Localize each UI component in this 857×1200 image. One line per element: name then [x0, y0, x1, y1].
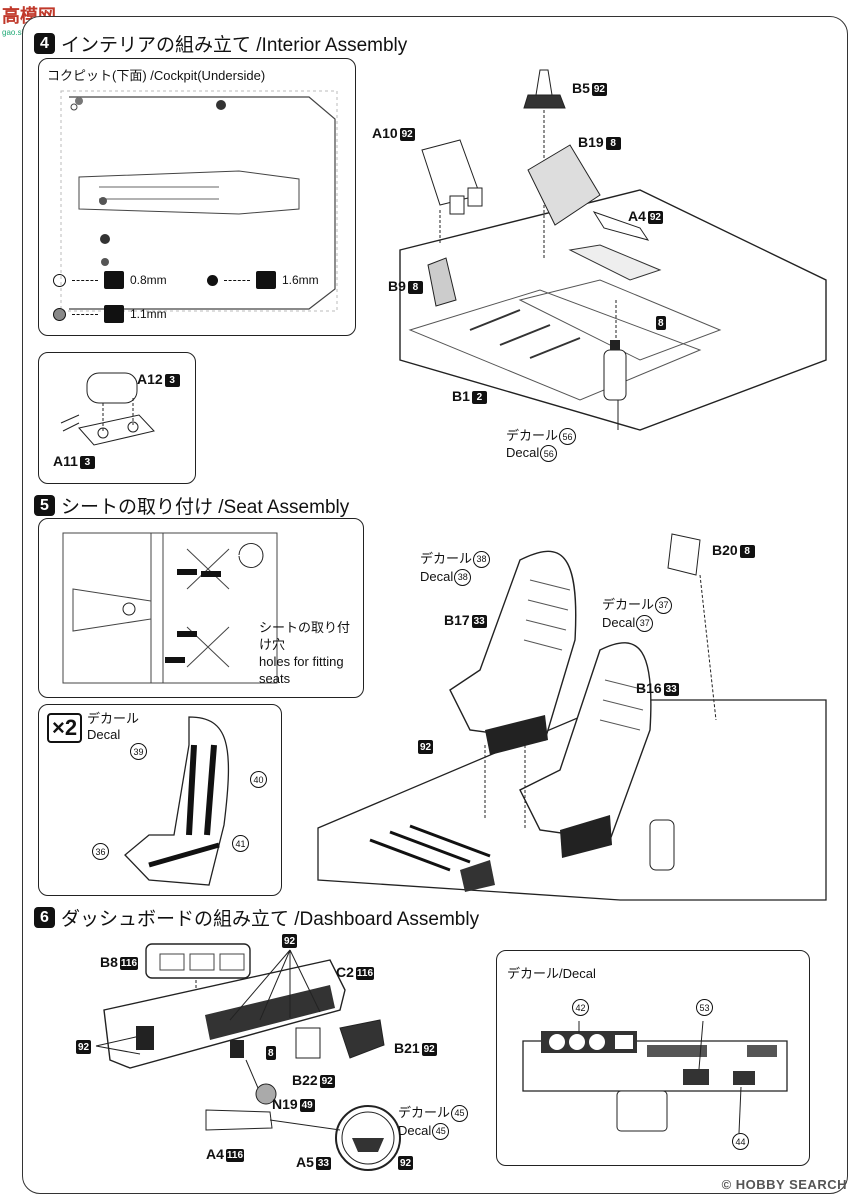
decal-39: 39: [129, 743, 147, 760]
hole-grey-icon: [53, 307, 66, 321]
step4-title-text: インテリアの組み立て /Interior Assembly: [61, 35, 408, 56]
drill-16-label: 1.6mm: [282, 273, 319, 287]
step6-title: 6 ダッシュボードの組み立て /Dashboard Assembly: [34, 904, 479, 931]
decal-40: 40: [249, 771, 267, 788]
paint-8-extinguisher: 8: [656, 316, 666, 330]
paint-92-dash-left: 92: [76, 1040, 92, 1054]
paint-8-dash: 8: [266, 1046, 276, 1060]
step5-title: 5 シートの取り付け /Seat Assembly: [34, 492, 349, 519]
seat-holes-drawing: [62, 532, 278, 684]
cockpit-title: コクピット(下面) /Cockpit(Underside): [47, 68, 266, 83]
cockpit-underside-drawing: [60, 90, 338, 312]
holes-for-seats-label: シートの取り付 け穴 holes for fitting seats: [259, 620, 351, 686]
step6-title-text: ダッシュボードの組み立て /Dashboard Assembly: [61, 909, 480, 930]
x2-badge: ×2: [47, 713, 83, 743]
dashboard-decal-drawing: [522, 1020, 788, 1134]
seat-harness-drawing: [124, 716, 230, 886]
paint-92-wheel: 92: [398, 1156, 414, 1170]
paint-92-dash-top: 92: [282, 934, 298, 948]
dashboard-decal-panel: デカール/Decal 42 53 44: [496, 950, 810, 1166]
step4-number: 4: [34, 33, 55, 54]
cockpit-underside-panel: コクピット(下面) /Cockpit(Underside) 0.8mm 1.6m…: [38, 58, 356, 336]
decal-44: 44: [731, 1133, 749, 1150]
decal-36: 36: [91, 843, 109, 860]
decal-41: 41: [231, 835, 249, 852]
step5-number: 5: [34, 495, 55, 516]
step5-title-text: シートの取り付け /Seat Assembly: [61, 497, 350, 518]
drill-11-legend: 1.1mm: [53, 305, 167, 323]
drill-08-legend: 0.8mm: [53, 271, 167, 289]
drill-icon: [256, 271, 276, 289]
footer-watermark: © HOBBY SEARCH: [721, 1177, 847, 1192]
step6-number: 6: [34, 907, 55, 928]
drill-icon: [104, 271, 124, 289]
paint-92-seat: 92: [418, 740, 434, 754]
drill-icon: [104, 305, 124, 323]
decal-53: 53: [695, 999, 713, 1016]
drill-11-label: 1.1mm: [130, 307, 167, 321]
decal-box-title: デカール/Decal: [507, 966, 596, 981]
seat-holes-panel: シートの取り付 け穴 holes for fitting seats: [38, 518, 364, 698]
pedal-part-drawing: [60, 372, 155, 446]
hole-filled-icon: [207, 274, 218, 286]
step4-title: 4 インテリアの組み立て /Interior Assembly: [34, 30, 407, 57]
decal-42: 42: [571, 999, 589, 1016]
drill-08-label: 0.8mm: [130, 273, 167, 287]
drill-16-legend: 1.6mm: [207, 271, 319, 289]
hole-empty-icon: [53, 273, 66, 287]
